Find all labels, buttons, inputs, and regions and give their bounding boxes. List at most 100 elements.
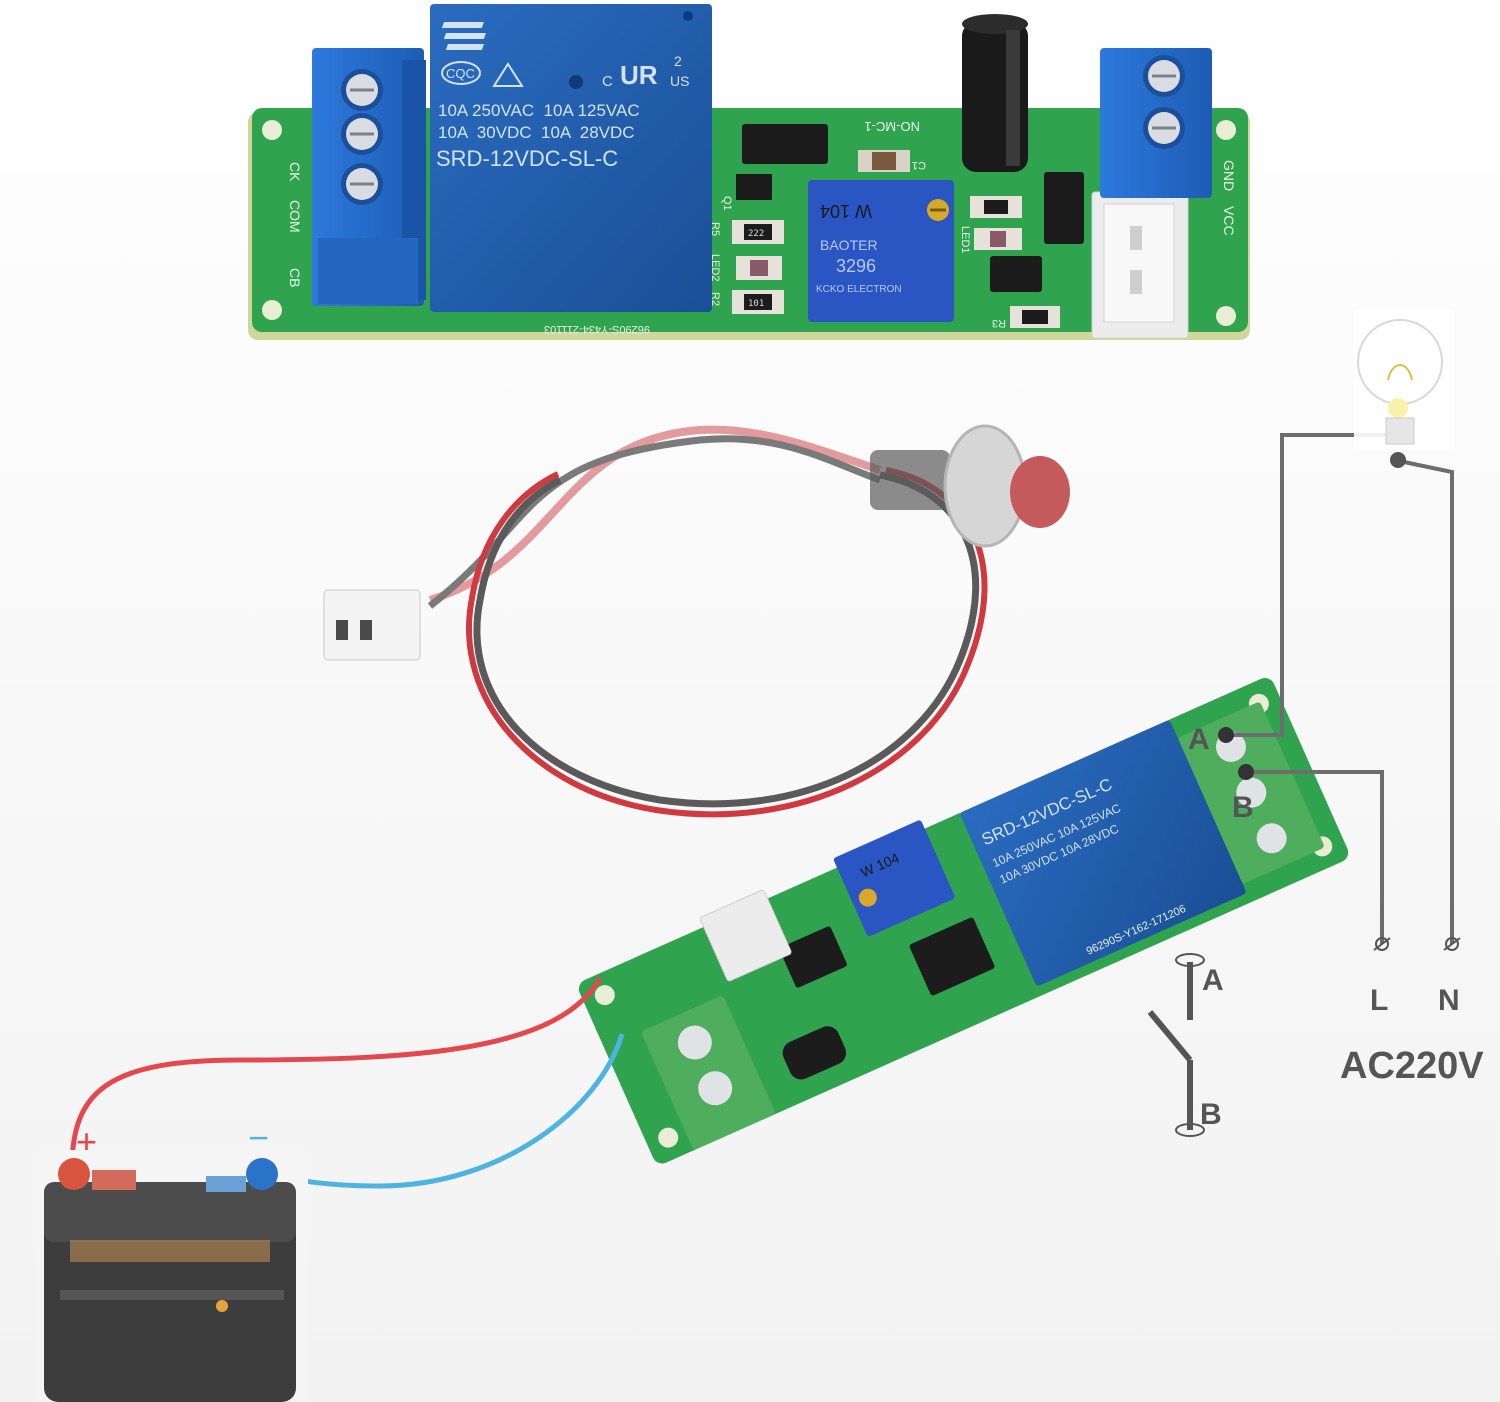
cable-loop-black xyxy=(473,471,980,808)
button-nut xyxy=(870,450,950,510)
battery-band xyxy=(60,1290,284,1300)
pot-label: W 104 xyxy=(820,201,872,221)
res-code: 222 xyxy=(748,229,764,239)
minus-label: − xyxy=(248,1117,269,1158)
transistor-q1 xyxy=(736,174,772,200)
l-terminal-tick xyxy=(1373,937,1391,951)
screw xyxy=(677,1025,712,1060)
mount-hole xyxy=(658,1127,679,1148)
label-ac220v: AC220V xyxy=(1340,1045,1484,1087)
relay-rating-2: 10A 30VDC 10A 28VDC xyxy=(438,123,635,142)
cert-num: 2 xyxy=(674,53,682,69)
battery-positive-terminal xyxy=(58,1158,90,1190)
pot-sub: KCKO ELECTRON xyxy=(816,284,902,295)
pot-model: 3296 xyxy=(836,256,876,276)
jst-pin xyxy=(1130,226,1142,250)
terminal-a-label: A xyxy=(1188,723,1210,756)
battery-label-red xyxy=(92,1170,136,1190)
screw xyxy=(1256,823,1287,854)
cqc-text: CQC xyxy=(446,66,475,81)
battery-sticker xyxy=(70,1240,270,1262)
push-button-cap xyxy=(1010,456,1070,528)
label-r3: R3 xyxy=(992,317,1006,329)
battery-lid xyxy=(44,1182,296,1242)
cable-loop-red xyxy=(466,467,988,818)
terminal-base xyxy=(318,238,418,304)
n-terminal-tick xyxy=(1443,937,1461,951)
jst-inner xyxy=(1103,203,1175,323)
jst-pin xyxy=(1130,270,1142,294)
mount-hole xyxy=(594,985,615,1006)
label-com: COM xyxy=(287,200,303,233)
warning-triangle-icon xyxy=(492,62,524,87)
cap-stripe xyxy=(1006,30,1020,166)
terminal-b-label: B xyxy=(1232,791,1254,824)
relay-logo xyxy=(441,22,486,50)
label-mode: NO-MC-1 xyxy=(864,119,920,134)
terminal-a-dot xyxy=(1218,727,1234,743)
relay-dot xyxy=(683,11,693,21)
terminal-screws xyxy=(341,69,383,205)
cert-c: C xyxy=(602,73,613,90)
label-r5: R5 xyxy=(709,222,721,236)
smd-cap-body xyxy=(872,152,896,170)
cable-red-top xyxy=(428,425,882,604)
l-terminal xyxy=(1375,937,1389,951)
label-q1: Q1 xyxy=(721,196,733,211)
plug-pin xyxy=(360,620,372,640)
label-l: L xyxy=(1370,984,1388,1017)
led2-body xyxy=(750,260,768,276)
bottom-ic xyxy=(909,917,995,996)
lamp-base xyxy=(1385,417,1415,445)
switch-a-terminal xyxy=(1175,953,1205,967)
mount-hole xyxy=(1216,120,1236,140)
ac-circuit xyxy=(1232,433,1454,944)
top-diode-2 xyxy=(1044,172,1084,244)
top-relay xyxy=(430,4,712,312)
top-diode xyxy=(742,124,828,164)
switch-blade xyxy=(1147,1010,1193,1062)
bottom-relay-module: SRD-12VDC-SL-C 10A 250VAC 10A 125VAC 10A… xyxy=(578,678,1349,1164)
lamp-socket-dot xyxy=(1390,452,1406,468)
switch-b-label: B xyxy=(1200,1098,1222,1131)
res-body xyxy=(744,294,772,310)
bottom-capacitor xyxy=(782,1026,847,1080)
optocoupler xyxy=(990,256,1042,292)
relay-pin-mark xyxy=(569,75,583,89)
terminal-b-dot xyxy=(1238,764,1254,780)
plug-pin xyxy=(336,620,348,640)
label-n: N xyxy=(1438,984,1460,1017)
bottom-diode xyxy=(779,926,847,988)
label-led1: LED1 xyxy=(959,226,971,254)
cqc-mark xyxy=(441,61,481,85)
mains-terminals xyxy=(1373,937,1461,951)
res-body xyxy=(1022,310,1048,324)
relay-rating-1: 10A 250VAC 10A 125VAC xyxy=(438,101,640,120)
cert-us: US xyxy=(670,73,689,89)
switch-a-label: A xyxy=(1202,964,1224,997)
ul-mark-icon: UR xyxy=(620,60,658,90)
wire-a-to-lamp xyxy=(1232,433,1390,737)
switch-symbol-icon xyxy=(1147,962,1193,1130)
mount-hole xyxy=(262,300,282,320)
battery-negative-terminal xyxy=(246,1158,278,1190)
pot-brand: BAOTER xyxy=(820,237,878,253)
lamp-icon xyxy=(1354,310,1454,450)
top-relay-module: CK COM CB CQC C UR 2 US 10A 250VAC 10A 1… xyxy=(248,4,1250,340)
lamp-filament xyxy=(1387,364,1413,381)
wire-b-to-l xyxy=(1250,770,1384,944)
bottom-relay xyxy=(960,720,1246,986)
bottom-potentiometer xyxy=(833,820,955,937)
top-potentiometer xyxy=(808,180,954,322)
label-c1: C1 xyxy=(912,159,926,171)
label-led2: LED2 xyxy=(709,254,721,282)
label-gnd: GND xyxy=(1221,160,1237,191)
led1-body xyxy=(990,231,1006,247)
wire-lamp-to-n xyxy=(1403,460,1454,944)
battery-icon xyxy=(36,1150,308,1402)
mount-hole xyxy=(262,120,282,140)
n-terminal xyxy=(1445,937,1459,951)
top-serial: 96290S-Y434-211103 xyxy=(544,323,650,335)
